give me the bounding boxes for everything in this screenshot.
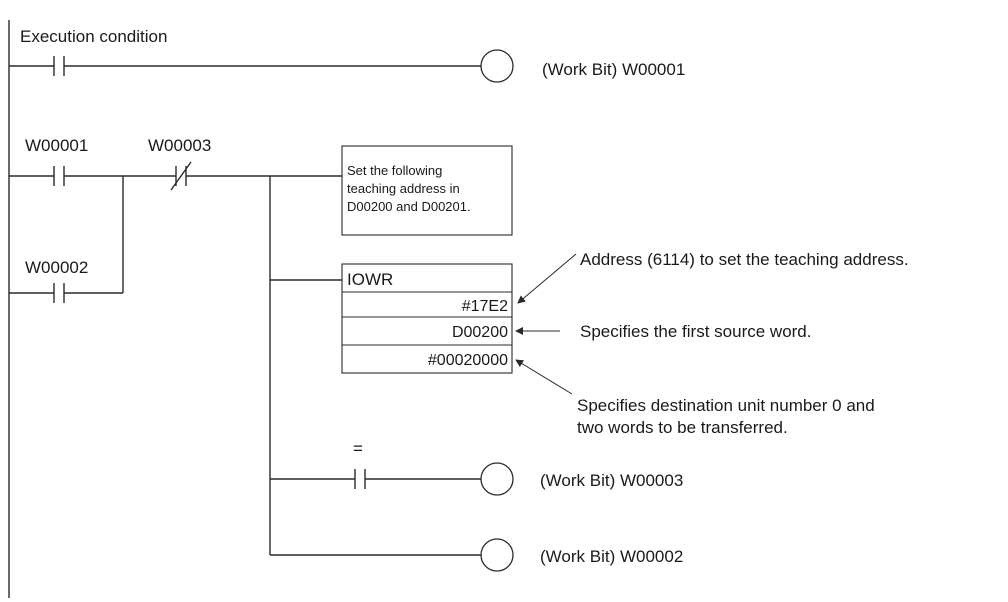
operand1-note: Address (6114) to set the teaching addre… xyxy=(580,250,909,269)
execution-condition-contact xyxy=(9,56,481,76)
iowr-title: IOWR xyxy=(347,270,393,289)
coil-w00002-label: (Work Bit) W00002 xyxy=(540,547,683,566)
iowr-operand-source: D00200 xyxy=(452,324,508,341)
contact-w00001-label: W00001 xyxy=(25,136,88,155)
comment-line-2: teaching address in xyxy=(347,181,460,196)
operand1-leader-arrow xyxy=(517,253,577,304)
coil-w00001 xyxy=(480,49,514,83)
contact-w00003-label: W00003 xyxy=(148,136,211,155)
contact-w00001 xyxy=(9,166,123,186)
contact-w00002-label: W00002 xyxy=(25,258,88,277)
equals-flag-symbol: = xyxy=(353,439,363,458)
operand3-note-line-1: Specifies destination unit number 0 and xyxy=(577,396,875,415)
equals-flag-contact xyxy=(270,469,481,489)
operand3-note-line-2: two words to be transferred. xyxy=(577,418,788,437)
comment-line-1: Set the following xyxy=(347,163,442,178)
contact-w00003-nc xyxy=(123,161,270,191)
operand2-note: Specifies the first source word. xyxy=(580,322,811,341)
iowr-operand-control: #17E2 xyxy=(462,298,508,315)
coil-w00003-label: (Work Bit) W00003 xyxy=(540,471,683,490)
coil-w00002 xyxy=(480,538,514,572)
iowr-operand-destination: #00020000 xyxy=(428,352,508,369)
execution-condition-label: Execution condition xyxy=(20,27,167,46)
iowr-instruction-block xyxy=(341,263,513,374)
contact-w00002 xyxy=(9,283,123,303)
coil-w00001-label: (Work Bit) W00001 xyxy=(542,60,685,79)
comment-box xyxy=(341,145,513,236)
coil-w00003 xyxy=(480,462,514,496)
operand3-leader-arrow xyxy=(515,359,573,395)
comment-line-3: D00200 and D00201. xyxy=(347,199,471,214)
